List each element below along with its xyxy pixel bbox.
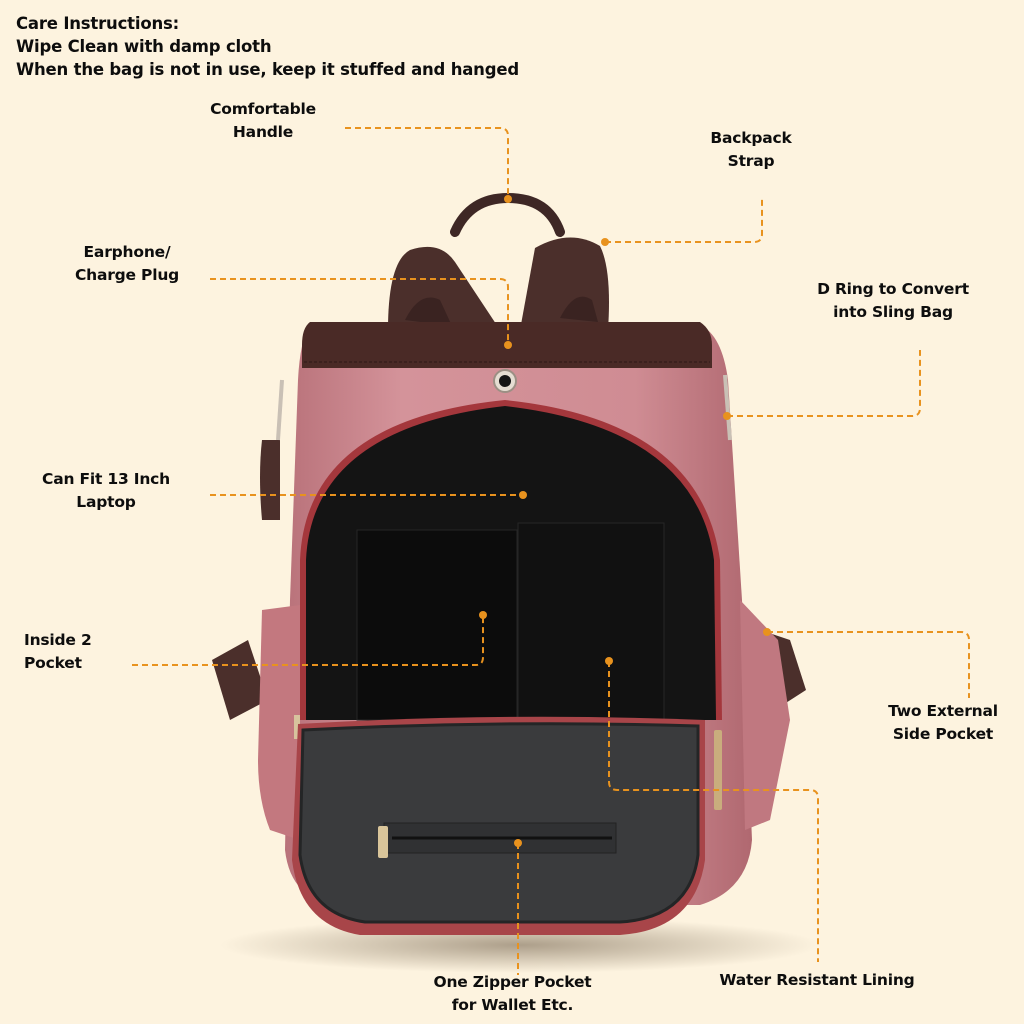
callout-text: Charge Plug — [74, 266, 180, 284]
leader-line-inside-pocket — [132, 615, 484, 666]
callout-text: D Ring to Convert — [817, 280, 969, 298]
leader-line-lining — [608, 661, 819, 962]
callout-text: Strap — [727, 152, 775, 170]
callout-backpack-strap: Backpack Strap — [696, 127, 806, 173]
leader-line-side-pocket — [767, 631, 970, 698]
callout-text: Inside 2 — [24, 631, 92, 649]
callout-text: Can Fit 13 Inch — [42, 470, 170, 488]
leader-line-d-ring — [727, 350, 921, 417]
callout-text: for Wallet Etc. — [451, 996, 574, 1014]
care-instruction-line: Wipe Clean with damp cloth — [16, 37, 272, 56]
callout-text: Side Pocket — [892, 725, 994, 743]
callout-text: Two External — [888, 702, 998, 720]
callout-zipper-pocket: One Zipper Pocket for Wallet Etc. — [420, 971, 605, 1017]
callout-text: Earphone/ — [83, 243, 171, 261]
callout-d-ring: D Ring to Convert into Sling Bag — [808, 278, 978, 324]
callout-external-side-pocket: Two External Side Pocket — [878, 700, 1008, 746]
callout-text: Pocket — [24, 654, 82, 672]
callout-text: Laptop — [76, 493, 136, 511]
callout-text: into Sling Bag — [833, 303, 953, 321]
callout-water-resistant-lining: Water Resistant Lining — [712, 969, 922, 992]
leader-line-earphone — [210, 278, 509, 345]
care-instructions-heading: Care Instructions: — [16, 14, 180, 33]
callout-text: One Zipper Pocket — [433, 973, 592, 991]
callout-laptop-compartment: Can Fit 13 Inch Laptop — [35, 468, 177, 514]
leader-line-strap — [605, 198, 763, 243]
leader-line-handle — [345, 127, 509, 198]
callout-text: Comfortable — [210, 100, 316, 118]
care-instructions: Care Instructions: Wipe Clean with damp … — [16, 12, 519, 81]
callout-text: Backpack — [710, 129, 792, 147]
callout-earphone-charge-plug: Earphone/ Charge Plug — [62, 241, 192, 287]
callout-inside-pockets: Inside 2 Pocket — [24, 629, 124, 675]
callout-text: Handle — [232, 123, 294, 141]
callout-comfortable-handle: Comfortable Handle — [203, 98, 323, 144]
care-instruction-line: When the bag is not in use, keep it stuf… — [16, 60, 519, 79]
callout-text: Water Resistant Lining — [719, 971, 915, 989]
